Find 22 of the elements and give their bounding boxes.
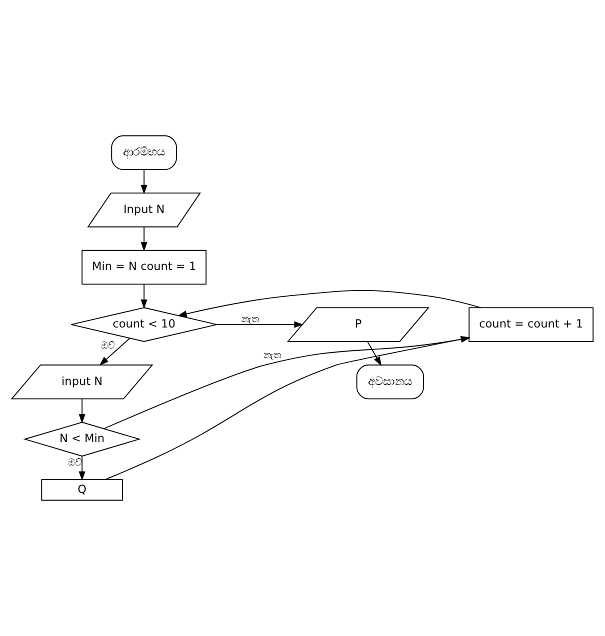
node-box: Min = N count = 1 [82,250,207,285]
arrow [140,226,148,252]
arrow [216,321,304,328]
arrow [177,290,482,318]
arrow [105,336,470,480]
node-box: ආරම්භය [111,135,177,170]
edge-label: ඔව් [100,340,114,352]
edge-label: නැත [242,314,259,325]
node-box: count = count + 1 [468,307,594,342]
arrow [104,336,470,430]
arrow [140,169,148,194]
arrow [78,398,86,424]
arrow [367,341,382,366]
arrow [78,456,86,481]
edge-label: නැත [264,350,281,362]
node-box: Q [41,479,123,501]
arrow [99,338,130,366]
node-diamond: count < 10 [70,307,218,342]
node-box: අවසානය [356,364,424,400]
node-diamond: N < Min [23,422,141,457]
edge-label: ඔව් [68,457,82,468]
arrow [140,284,148,309]
